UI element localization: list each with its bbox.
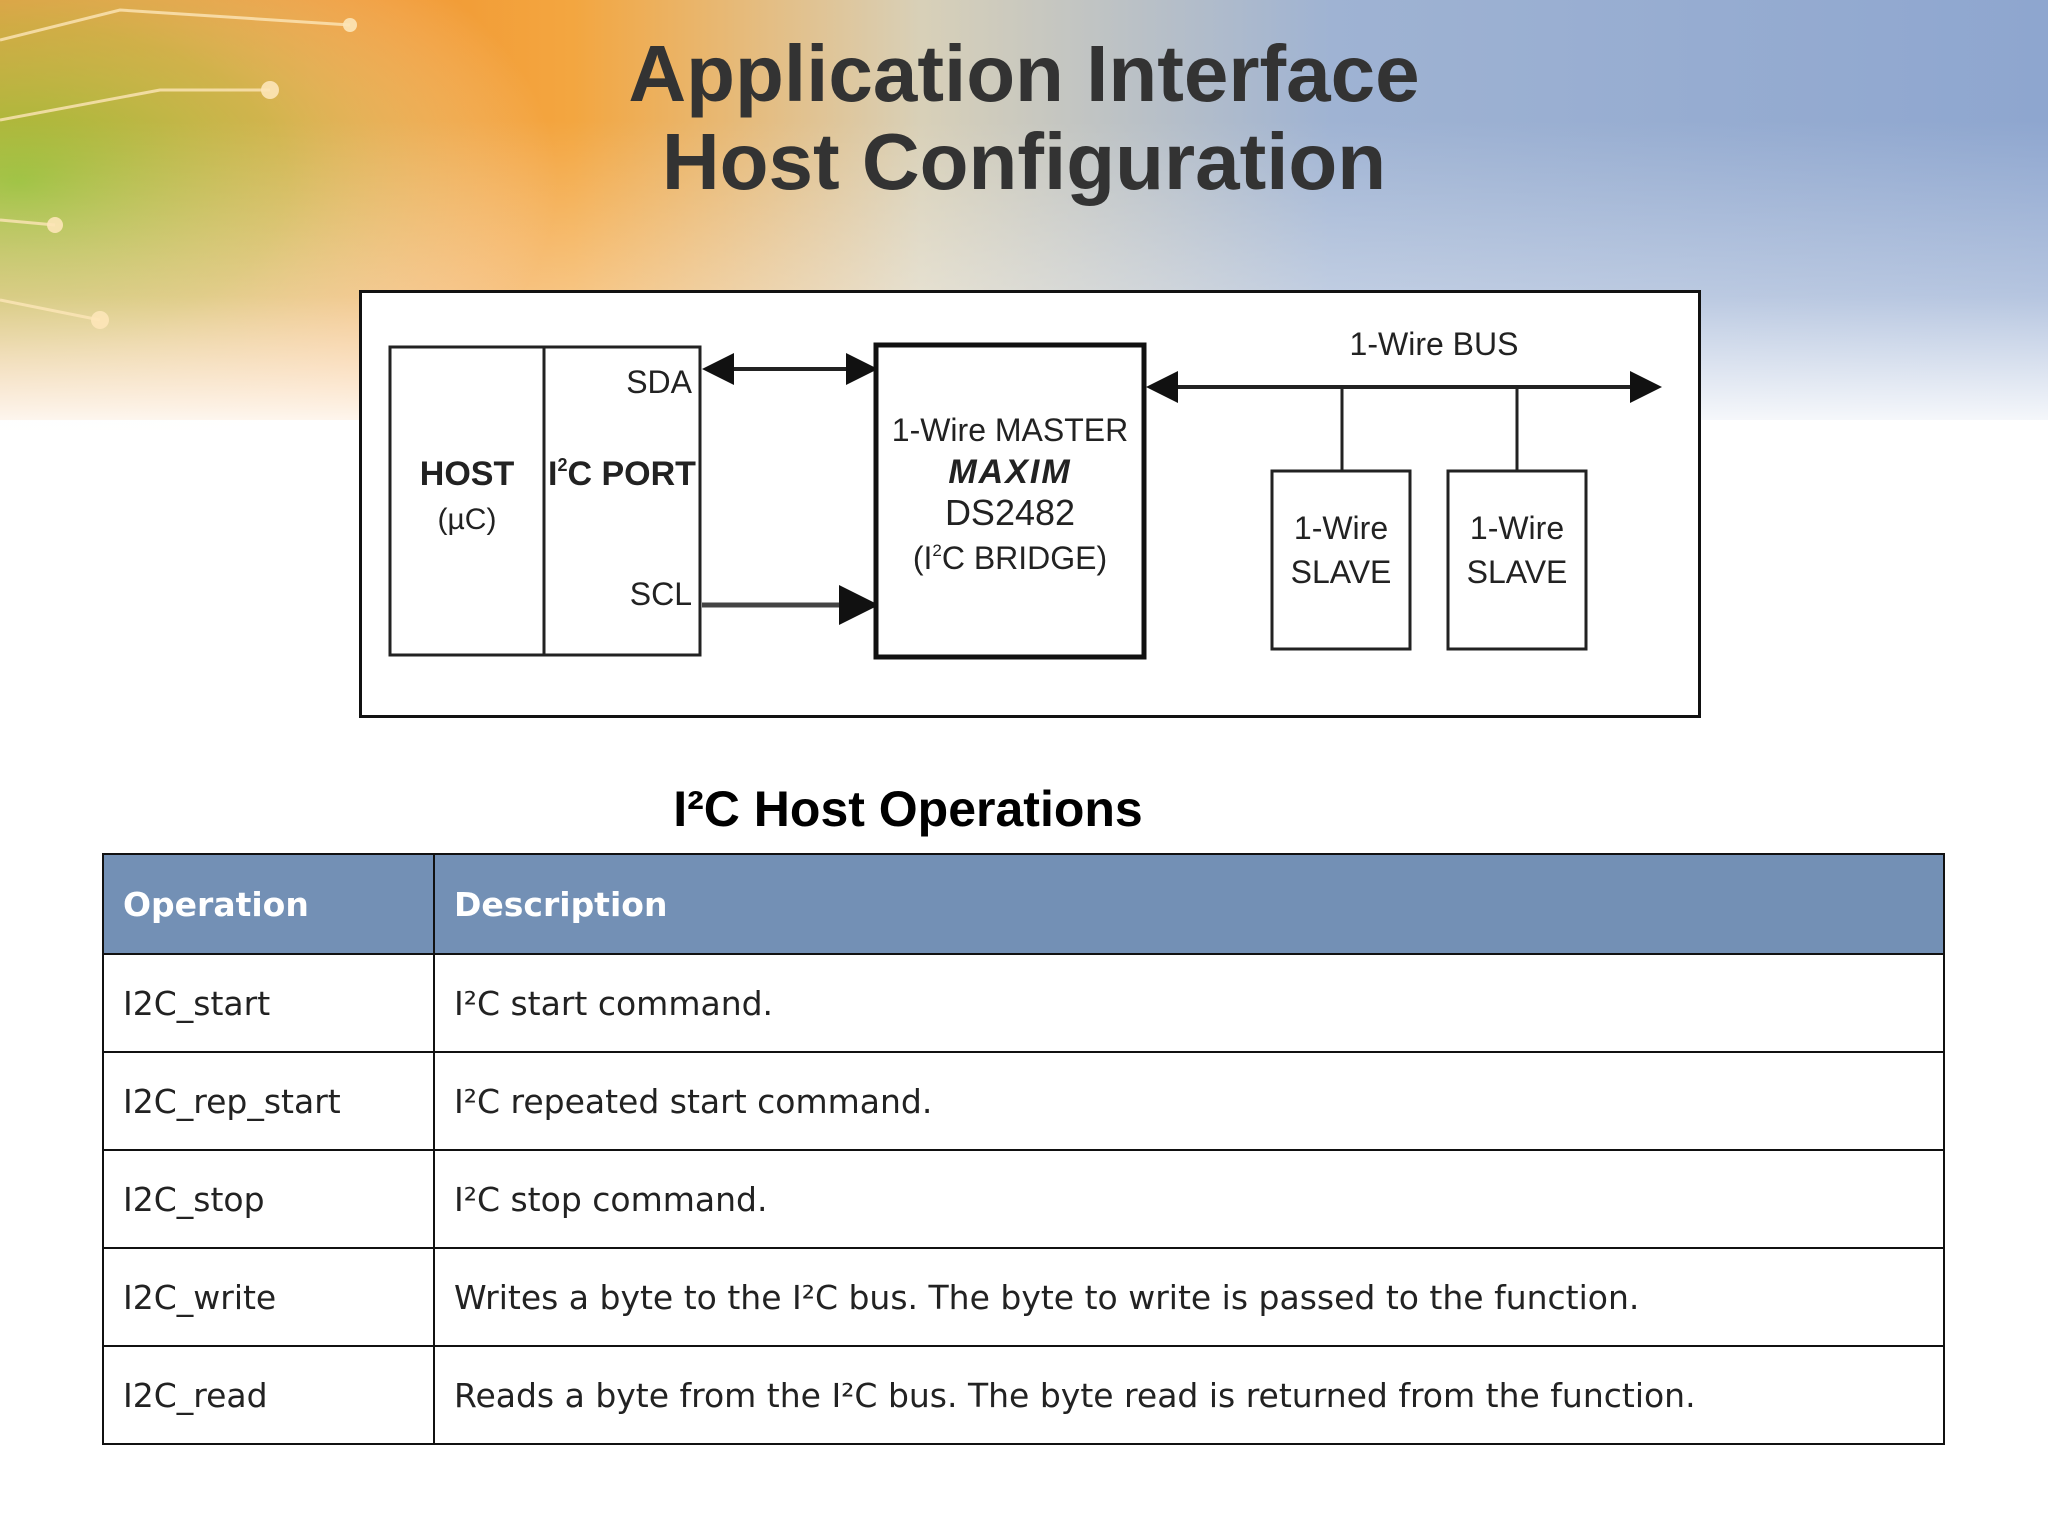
i2c-port-rest: C PORT bbox=[568, 455, 697, 493]
cell-operation: I2C_start bbox=[102, 953, 435, 1053]
scl-label: SCL bbox=[630, 576, 692, 612]
master-block bbox=[873, 342, 1147, 660]
master-line1: 1-Wire MASTER bbox=[892, 412, 1128, 448]
cell-operation: I2C_rep_start bbox=[102, 1051, 435, 1151]
bridge-sup: 2 bbox=[932, 541, 941, 560]
cell-description: Writes a byte to the I²C bus. The byte t… bbox=[433, 1247, 1945, 1347]
table-row: I2C_write Writes a byte to the I²C bus. … bbox=[102, 1247, 1945, 1347]
cell-description: Reads a byte from the I²C bus. The byte … bbox=[433, 1345, 1945, 1445]
cell-description: I²C start command. bbox=[433, 953, 1945, 1053]
slave-2-line1: 1-Wire bbox=[1470, 510, 1564, 546]
cell-description: I²C repeated start command. bbox=[433, 1051, 1945, 1151]
i2c-port-i: I bbox=[548, 455, 557, 493]
slave-block-2 bbox=[1446, 469, 1588, 651]
cell-operation: I2C_read bbox=[102, 1345, 435, 1445]
slide-title-line2: Host Configuration bbox=[661, 117, 1387, 206]
table-caption: I²C Host Operations bbox=[673, 781, 1143, 837]
maxim-logo: MAXIM bbox=[948, 453, 1071, 491]
cell-operation: I2C_write bbox=[102, 1247, 435, 1347]
i2c-port-sup: 2 bbox=[557, 455, 567, 475]
master-part-number: DS2482 bbox=[945, 492, 1075, 533]
bridge-pre: (I bbox=[913, 540, 933, 576]
host-block bbox=[388, 345, 546, 657]
slide-title-line1: Application Interface bbox=[628, 29, 1420, 118]
header-operation: Operation bbox=[102, 853, 435, 955]
slave-1-line2: SLAVE bbox=[1291, 554, 1392, 590]
slave-1-line1: 1-Wire bbox=[1294, 510, 1388, 546]
slide-title: Application Interface Host Configuration bbox=[0, 30, 2048, 206]
table-row: I2C_start I²C start command. bbox=[102, 953, 1945, 1053]
table-row: I2C_read Reads a byte from the I²C bus. … bbox=[102, 1345, 1945, 1445]
cell-description: I²C stop command. bbox=[433, 1149, 1945, 1249]
sda-label: SDA bbox=[626, 364, 692, 400]
table-row: I2C_rep_start I²C repeated start command… bbox=[102, 1051, 1945, 1151]
bus-label: 1-Wire BUS bbox=[1350, 326, 1519, 362]
master-bridge-label: (I2C BRIDGE) bbox=[913, 540, 1107, 576]
cell-operation: I2C_stop bbox=[102, 1149, 435, 1249]
header-description: Description bbox=[433, 853, 1945, 955]
host-sublabel: (µC) bbox=[438, 503, 497, 536]
table-row: I2C_stop I²C stop command. bbox=[102, 1149, 1945, 1249]
i2c-port-block bbox=[542, 345, 702, 657]
host-label: HOST bbox=[420, 455, 515, 493]
bridge-post: C BRIDGE) bbox=[942, 540, 1107, 576]
i2c-port-label: I2C PORT bbox=[548, 455, 696, 493]
host-config-diagram: HOST (µC) I2C PORT SDA SCL 1-Wire MASTER… bbox=[359, 290, 1701, 718]
slave-block-1 bbox=[1270, 469, 1412, 651]
slave-2-line2: SLAVE bbox=[1467, 554, 1568, 590]
table-header-row: Operation Description bbox=[102, 853, 1945, 955]
operations-table: Operation Description I2C_start I²C star… bbox=[102, 853, 1945, 1445]
